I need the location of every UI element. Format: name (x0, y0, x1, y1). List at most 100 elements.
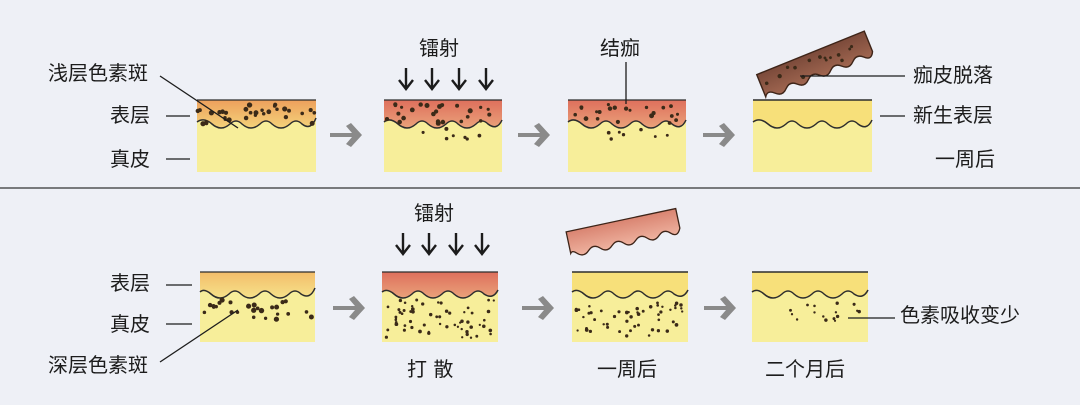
pigment-dot (777, 73, 782, 79)
pigment-dot (669, 104, 673, 108)
pigment-dot (393, 103, 398, 108)
pigment-dot (403, 324, 407, 327)
pigment-dot (273, 316, 280, 322)
pigment-dot (650, 328, 655, 332)
pigment-dot (492, 299, 495, 302)
pigment-dot (807, 58, 812, 63)
pigment-dot (679, 303, 683, 307)
pigment-dot (606, 130, 611, 135)
label-epidermis-bottom: 表层 (110, 271, 150, 295)
pigment-dot (612, 105, 617, 110)
pigment-dot (266, 109, 272, 115)
reduced-pigment-dots (789, 301, 861, 322)
pigment-dot (656, 301, 659, 305)
pigment-dot (633, 324, 637, 328)
pigment-dot (661, 305, 664, 309)
label-one-week-top: 一周后 (935, 147, 995, 171)
pigment-dot (832, 317, 836, 321)
pigment-dot (629, 329, 632, 333)
pigment-dot (625, 334, 629, 338)
label-dermis-top: 真皮 (110, 147, 150, 171)
pigment-dot (618, 330, 622, 334)
pigment-dot (629, 315, 633, 319)
pigment-dot (466, 320, 470, 324)
pigment-dot (451, 134, 455, 138)
pigment-dot (261, 111, 266, 116)
pigment-dot (623, 106, 629, 111)
scab-pigment-dots (573, 103, 680, 125)
pigment-dot (418, 329, 422, 334)
pigment-dot (584, 328, 589, 332)
top-panel-1-skin (195, 99, 317, 172)
pigment-dot (386, 305, 390, 309)
pigment-dot (681, 310, 684, 313)
pigment-dot (435, 315, 439, 319)
pigment-dot (836, 53, 841, 57)
label-laser-bottom: 镭射 (414, 201, 454, 225)
pigment-dot (475, 334, 479, 338)
bottom-panel-2-skin (381, 271, 499, 342)
pigment-dot (617, 130, 621, 134)
pigment-dot (823, 56, 827, 60)
pigment-dot (448, 311, 452, 315)
label-scab: 结痂 (600, 36, 640, 60)
pigment-dot (849, 44, 854, 49)
top-flow-arrows (330, 123, 735, 147)
pigment-dot (588, 304, 591, 308)
pigment-dot (409, 107, 415, 113)
pigment-dot (463, 311, 466, 314)
pigment-dot (274, 304, 280, 310)
pigment-dot (438, 322, 442, 326)
pigment-dot (308, 108, 313, 113)
pigment-dot (280, 299, 285, 305)
pigment-dot (282, 106, 288, 112)
pigment-dot (456, 325, 460, 328)
pigment-dot (403, 301, 407, 304)
pigment-dot (438, 315, 442, 319)
pigment-dot (656, 304, 660, 307)
pigment-dot (857, 309, 861, 314)
pigment-dot (635, 306, 639, 311)
pigment-dot (445, 325, 449, 329)
pigment-dot (848, 47, 852, 51)
pigment-dot (486, 309, 491, 314)
pigment-dot (439, 103, 444, 108)
pigment-dot (246, 303, 252, 309)
pigment-dot (573, 112, 577, 117)
pigment-dot (223, 110, 229, 115)
pigment-dot (275, 312, 280, 316)
deep-pigment-row: 表层 真皮 深层色素斑 镭射 打 散 一周后 二个月后 色素吸收变少 (48, 201, 1020, 381)
pigment-dot (669, 308, 672, 312)
pigment-dot (605, 322, 609, 326)
pigment-dot (204, 121, 209, 126)
pigment-dot (402, 309, 406, 312)
label-epidermis-top: 表层 (110, 103, 150, 127)
top-laser-arrows (398, 68, 494, 91)
pigment-dot (665, 133, 669, 137)
pigment-dot (465, 332, 469, 337)
pigment-dot (637, 323, 640, 327)
pigment-dot (283, 299, 288, 304)
pigment-dot (834, 311, 838, 314)
pigment-dot (680, 307, 683, 310)
pigment-dot (444, 126, 449, 131)
bottom-laser-arrows (395, 233, 490, 256)
week-pigment-dots (574, 301, 684, 338)
pigment-dot (300, 111, 305, 116)
bottom-panel-4-skin (751, 271, 869, 342)
pigment-dot (408, 319, 413, 324)
pigment-dot (674, 306, 677, 310)
pigment-dot (647, 334, 651, 337)
pigment-dot (671, 320, 675, 324)
scab-scattered-dots (606, 127, 669, 141)
pigment-dot (460, 327, 463, 331)
pigment-dot (248, 110, 253, 115)
pigment-dot (243, 115, 249, 121)
pigment-dot (421, 302, 425, 306)
pigment-dot (674, 301, 679, 305)
pigment-dot (593, 318, 597, 322)
pigment-dot (657, 313, 660, 316)
pigment-dot (577, 308, 581, 312)
pigment-dot (574, 308, 579, 313)
scattered-deep-dots (384, 298, 495, 339)
